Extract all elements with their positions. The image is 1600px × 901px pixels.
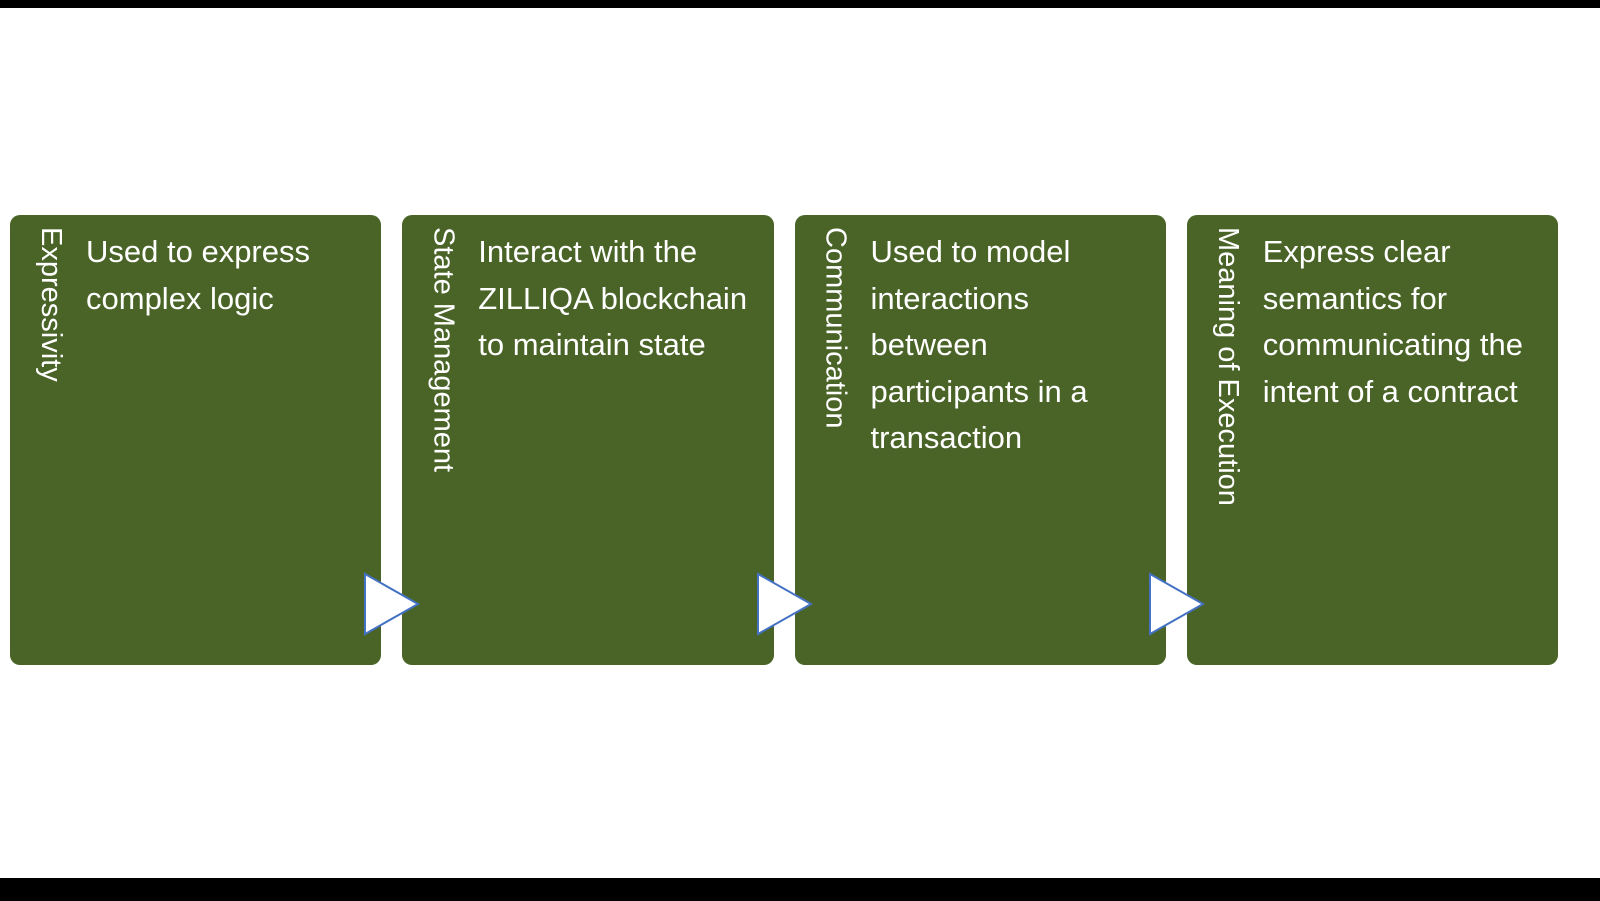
feature-box-vertical-label: Communication xyxy=(819,227,852,429)
right-arrow-icon xyxy=(756,572,814,636)
feature-box-description: Used to model interactions between parti… xyxy=(870,234,1088,455)
feature-box-description: Interact with the ZILLIQA blockchain to … xyxy=(478,234,748,362)
feature-box-vertical-label: State Management xyxy=(427,227,460,473)
right-arrow-icon xyxy=(1148,572,1206,636)
feature-box-communication: Communication Used to model interactions… xyxy=(794,215,1166,665)
right-arrow-icon xyxy=(363,572,421,636)
feature-box-row: Expressivity Used to express complex log… xyxy=(10,215,1558,665)
feature-box-vertical-label: Expressivity xyxy=(35,227,67,382)
top-black-bar xyxy=(0,0,1600,8)
feature-box-state-management: State Management Interact with the ZILLI… xyxy=(402,215,774,665)
feature-box-meaning-of-execution: Meaning of Execution Express clear seman… xyxy=(1186,215,1558,665)
feature-box-description: Used to express complex logic xyxy=(86,234,310,316)
feature-box-description: Express clear semantics for communicatin… xyxy=(1262,234,1523,409)
feature-box-vertical-label: Meaning of Execution xyxy=(1211,227,1244,506)
bottom-black-bar xyxy=(0,878,1600,901)
feature-box-expressivity: Expressivity Used to express complex log… xyxy=(10,215,382,665)
